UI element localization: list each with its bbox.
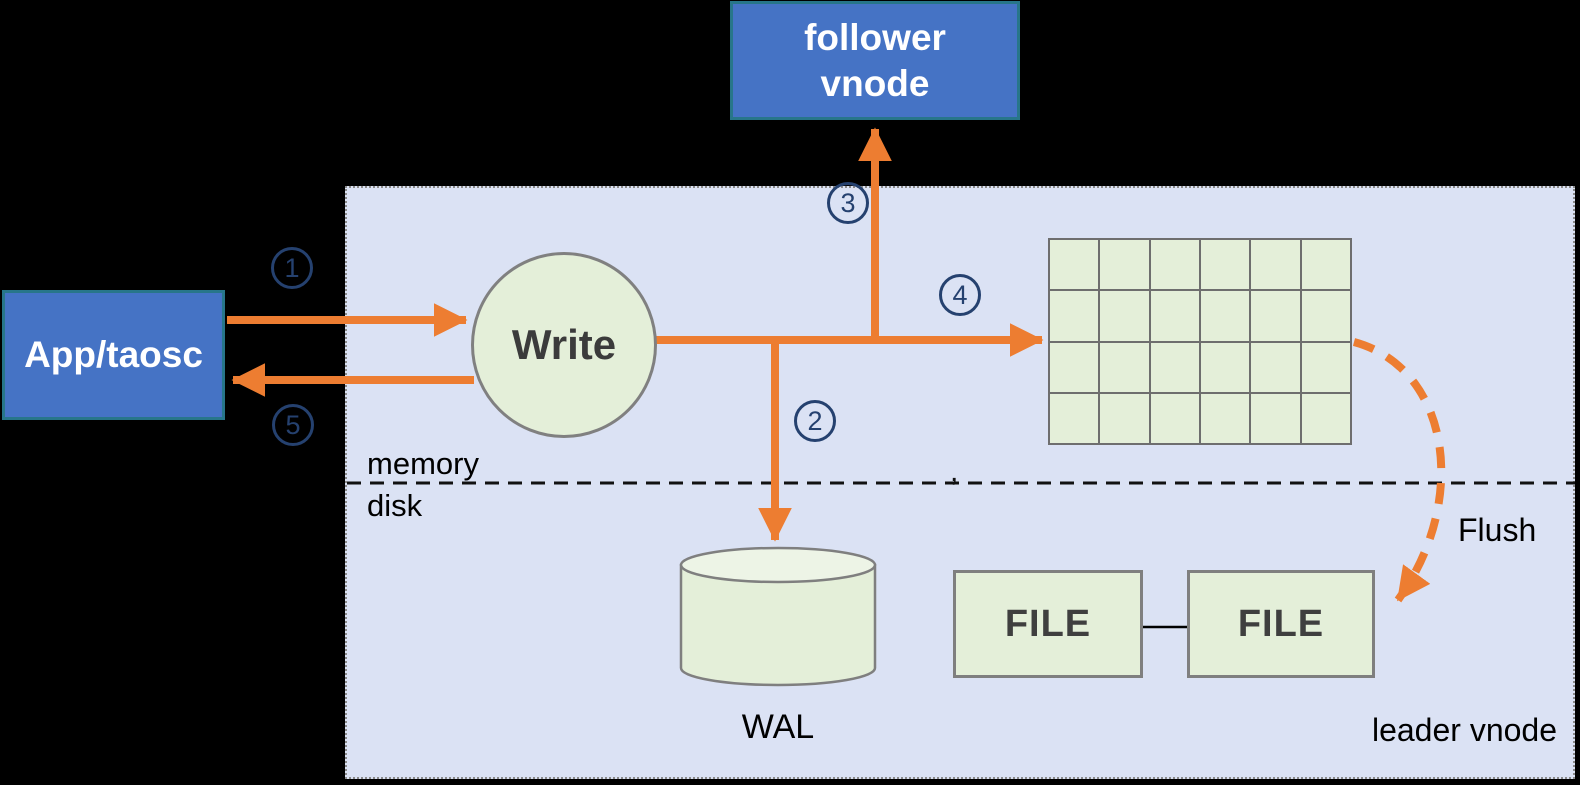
app-taosc-box: App/taosc xyxy=(2,290,225,420)
mem-table-cell xyxy=(1050,240,1099,290)
mem-table-cell xyxy=(1150,342,1199,392)
stray-comma-mark: , xyxy=(950,455,959,488)
step-3-number: 3 xyxy=(840,187,856,218)
mem-table-cell xyxy=(1301,393,1350,443)
wal-label: WAL xyxy=(741,708,815,746)
file-box-2: FILE xyxy=(1187,570,1375,678)
wal-cylinder-icon xyxy=(679,546,877,687)
step-1-number: 1 xyxy=(284,252,300,283)
mem-table-cell xyxy=(1100,342,1149,392)
mem-table-cell xyxy=(1150,393,1199,443)
file2-label: FILE xyxy=(1237,602,1325,645)
mem-table-cell xyxy=(1301,291,1350,341)
step-4-badge: 4 xyxy=(939,274,981,316)
step-2-badge: 2 xyxy=(794,400,836,442)
mem-table-cell xyxy=(1100,240,1149,290)
flush-label: Flush xyxy=(1458,512,1537,548)
leader-vnode-label: leader vnode xyxy=(1371,712,1557,748)
mem-table-cell xyxy=(1301,240,1350,290)
mem-table-cell xyxy=(1301,342,1350,392)
mem-table-cell xyxy=(1251,291,1300,341)
follower-vnode-box: follower vnode xyxy=(730,1,1020,120)
step-3-badge: 3 xyxy=(827,182,869,224)
mem-table-cell xyxy=(1050,342,1099,392)
follower-vnode-label-line2: vnode xyxy=(820,62,930,104)
disk-label: disk xyxy=(367,488,423,523)
file1-label: FILE xyxy=(1004,602,1092,645)
step-2-number: 2 xyxy=(807,405,823,436)
file-box-1: FILE xyxy=(953,570,1143,678)
write-module-circle: Write xyxy=(471,252,657,438)
mem-table-cell xyxy=(1200,291,1250,341)
mem-table-cell xyxy=(1251,393,1300,443)
mem-table-cell xyxy=(1100,291,1149,341)
follower-vnode-label-line1: follower xyxy=(804,17,946,58)
mem-table-cell xyxy=(1251,240,1300,290)
write-label: Write xyxy=(511,321,617,368)
step-5-number: 5 xyxy=(285,409,301,440)
mem-table-grid xyxy=(1048,238,1352,445)
step-5-badge: 5 xyxy=(272,404,314,446)
mem-table-cell xyxy=(1050,291,1099,341)
mem-table-cell xyxy=(1200,240,1250,290)
mem-table-cell xyxy=(1150,291,1199,341)
memory-label: memory xyxy=(367,446,479,481)
step-1-badge: 1 xyxy=(271,247,313,289)
mem-table-cell xyxy=(1100,393,1149,443)
mem-table-cell xyxy=(1200,393,1250,443)
mem-table-cell xyxy=(1150,240,1199,290)
mem-table-cell xyxy=(1050,393,1099,443)
mem-table-cell xyxy=(1200,342,1250,392)
mem-table-cell xyxy=(1251,342,1300,392)
app-taosc-label: App/taosc xyxy=(24,334,203,376)
step-4-number: 4 xyxy=(952,279,968,310)
